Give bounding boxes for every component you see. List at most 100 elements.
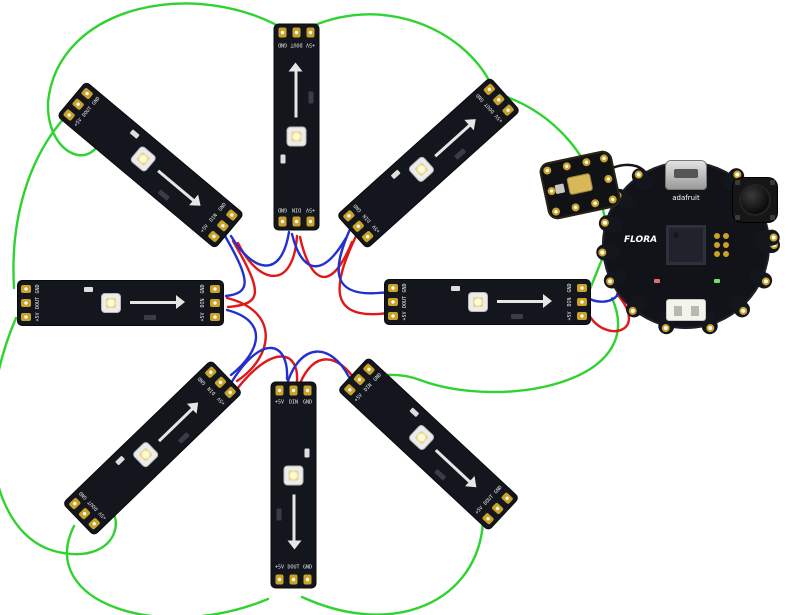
usb-slot bbox=[674, 169, 698, 178]
power-wire-4 bbox=[226, 239, 257, 309]
pad-label: +5V bbox=[305, 41, 315, 48]
solder-pad bbox=[203, 365, 217, 379]
flora-name-text: FLORA bbox=[624, 235, 658, 245]
solder-pad bbox=[303, 574, 311, 585]
solder-pad bbox=[62, 108, 76, 122]
solder-pad bbox=[206, 230, 220, 243]
solder-pad bbox=[303, 385, 311, 396]
arrow-head-icon bbox=[287, 540, 301, 550]
solder-pad bbox=[491, 93, 505, 107]
resistor bbox=[177, 431, 190, 444]
solder-pad bbox=[482, 83, 496, 96]
gnd-wire-top-right bbox=[302, 13, 494, 88]
pad-label: +5V bbox=[566, 311, 573, 321]
solder-pad bbox=[87, 517, 101, 531]
capacitor bbox=[304, 448, 309, 458]
mini-usb-connector bbox=[666, 161, 706, 189]
solder-pad bbox=[289, 574, 297, 585]
solder-pad bbox=[224, 208, 238, 222]
data-wire-6 bbox=[229, 346, 289, 385]
data-wire-3 bbox=[229, 230, 291, 267]
solder-pad bbox=[20, 285, 31, 293]
solder-pad bbox=[360, 230, 374, 243]
solder-pad bbox=[275, 574, 283, 585]
chip-dot bbox=[673, 232, 679, 238]
neopixel-led bbox=[101, 294, 120, 312]
led-die bbox=[105, 298, 116, 308]
solder-pad bbox=[490, 502, 504, 515]
neopixel-led bbox=[408, 156, 434, 183]
jst-slot bbox=[674, 306, 682, 316]
solder-pad bbox=[20, 313, 31, 321]
data-wire-7 bbox=[285, 350, 351, 386]
pad-hole bbox=[660, 323, 671, 333]
power-wire-1 bbox=[338, 232, 390, 316]
data-direction-arrow bbox=[496, 300, 545, 303]
solder-pad bbox=[209, 285, 220, 293]
data-direction-arrow bbox=[129, 301, 178, 304]
solder-pad bbox=[209, 299, 220, 307]
solder-pad bbox=[306, 216, 314, 227]
solder-pad bbox=[500, 491, 514, 505]
capacitor bbox=[114, 455, 125, 466]
solder-pad bbox=[215, 219, 229, 233]
breakout-component bbox=[567, 173, 593, 195]
button-pin bbox=[770, 180, 775, 185]
flora-board: adafruit FLORA bbox=[595, 161, 781, 336]
solder-pad bbox=[387, 312, 398, 320]
gnd-wire-bottom-left-loop bbox=[0, 316, 117, 556]
pad-hole bbox=[604, 276, 616, 287]
resistor bbox=[276, 508, 281, 521]
solder-pad bbox=[292, 27, 300, 38]
pad-label: +5V bbox=[34, 312, 41, 322]
pad-hole bbox=[737, 305, 749, 317]
solder-pad bbox=[362, 362, 375, 376]
solder-pad bbox=[223, 386, 237, 399]
solder-pad bbox=[352, 373, 366, 386]
button-pin bbox=[735, 180, 740, 185]
power-wire-2 bbox=[298, 235, 354, 278]
solder-pad bbox=[481, 512, 494, 526]
led-die bbox=[413, 162, 429, 177]
solder-pad bbox=[20, 299, 31, 307]
led-die bbox=[413, 430, 429, 445]
neopixel-led bbox=[408, 424, 434, 451]
breakout-pad bbox=[551, 206, 561, 217]
pad-hole bbox=[633, 168, 645, 181]
neopixel-strip-east: GND DOUT +5V GND DIN +5V bbox=[384, 280, 590, 324]
capacitor bbox=[280, 154, 285, 164]
capacitor bbox=[450, 286, 460, 291]
breakout-pad bbox=[542, 165, 553, 176]
solder-pad bbox=[67, 497, 81, 510]
pad-hole bbox=[769, 233, 779, 242]
solder-pad bbox=[77, 507, 91, 520]
data-direction-arrow bbox=[292, 494, 295, 543]
solder-pad bbox=[278, 27, 286, 38]
capacitor bbox=[83, 287, 93, 292]
push-button bbox=[733, 178, 777, 222]
solder-pad bbox=[80, 87, 94, 100]
solder-pad bbox=[501, 103, 514, 117]
neopixel-led bbox=[284, 466, 302, 485]
power-wire-flora bbox=[587, 292, 631, 333]
pad-label: +5V bbox=[274, 399, 284, 406]
capacitor bbox=[129, 129, 140, 139]
solder-pad bbox=[275, 385, 283, 396]
pad-hole bbox=[627, 305, 639, 317]
breakout-pad bbox=[607, 194, 618, 205]
pad-hole bbox=[705, 323, 716, 333]
pad-label: +5V bbox=[305, 206, 315, 213]
breakout-pad bbox=[581, 157, 592, 167]
button-cap bbox=[741, 186, 769, 214]
microcontroller-chip bbox=[666, 225, 706, 265]
solder-pad bbox=[292, 216, 300, 227]
status-led-red bbox=[654, 279, 660, 283]
resistor bbox=[453, 148, 466, 160]
resistor bbox=[143, 315, 156, 320]
gnd-wire-bottom-right bbox=[300, 520, 485, 615]
solder-pad bbox=[71, 97, 85, 111]
resistor bbox=[157, 189, 170, 201]
pad-label: +5V bbox=[401, 311, 408, 321]
led-die bbox=[288, 470, 298, 481]
arrow-head-icon bbox=[288, 62, 302, 72]
